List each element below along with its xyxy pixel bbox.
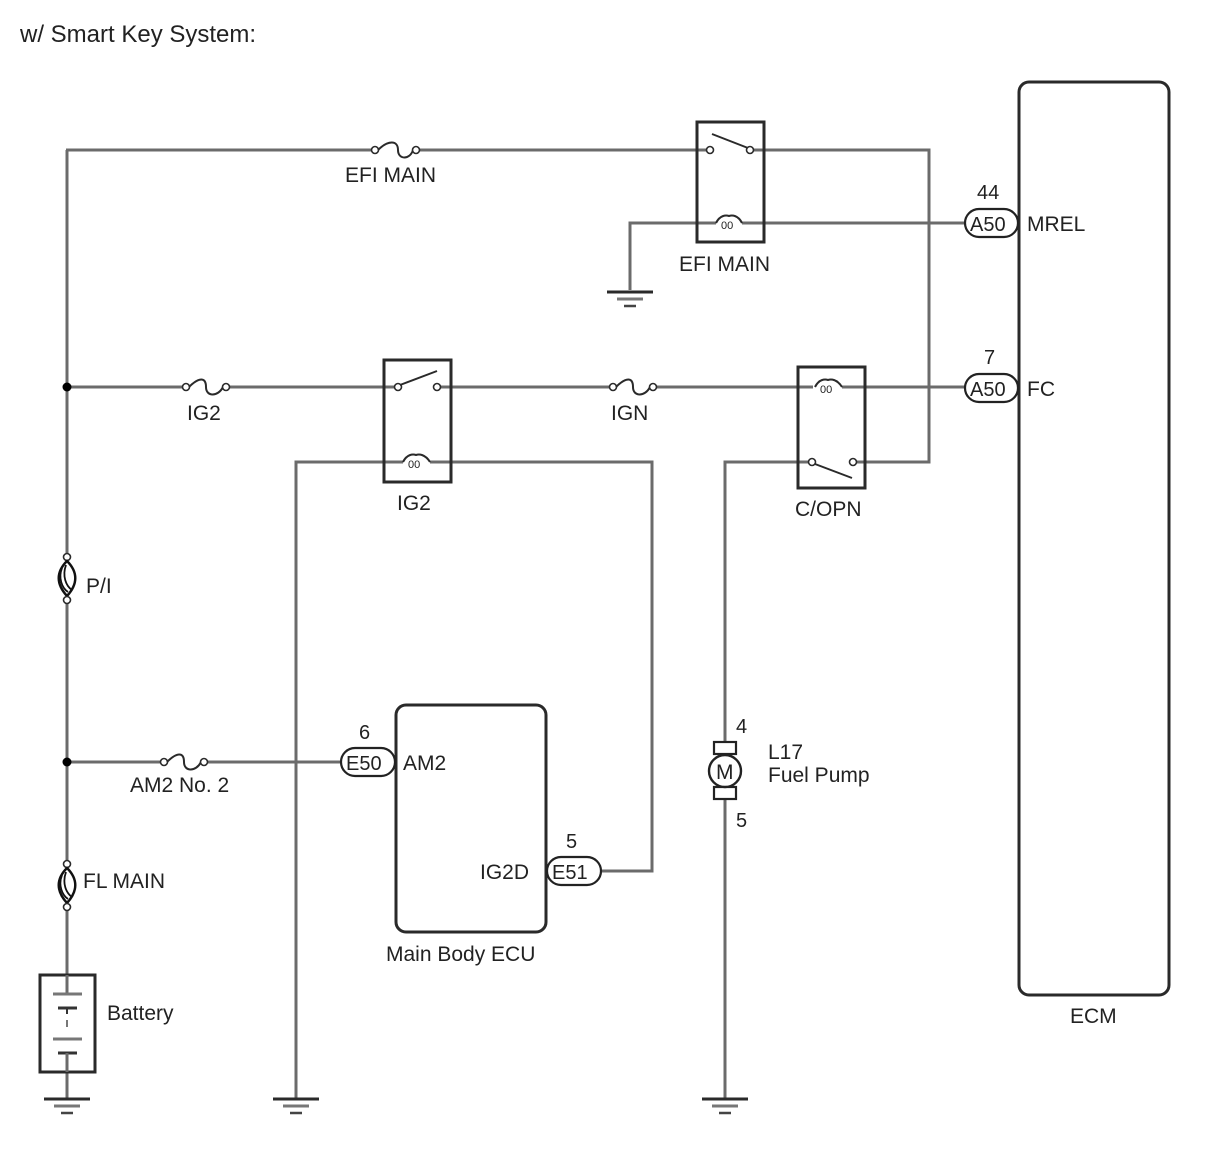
fuel-pump-label: Fuel Pump (768, 764, 870, 787)
fusible-link-fl-main-label: FL MAIN (83, 870, 165, 893)
fuel-pump-pin-bottom: 5 (736, 810, 747, 832)
connector-e51 (545, 855, 603, 887)
svg-text:00: 00 (721, 220, 733, 232)
ground-icon (607, 290, 653, 308)
ecu-ig2d-signal: IG2D (480, 861, 529, 884)
ecm-mrel-signal: MREL (1027, 213, 1085, 236)
ground-icon (44, 1097, 90, 1115)
relay-efi-main: 00 (695, 120, 766, 244)
fuel-pump-pin-top: 4 (736, 716, 747, 738)
relay-ig2: 00 (382, 358, 453, 484)
ecu-ig2d-pin: 5 (566, 831, 577, 853)
ecm-mrel-pin: 44 (977, 182, 999, 204)
ground-icon (702, 1097, 748, 1115)
fuse-efi-main (370, 141, 421, 159)
fuse-ign (608, 378, 658, 396)
relay-ig2-label: IG2 (397, 492, 431, 515)
connector-a50-mrel-code: A50 (970, 214, 1006, 236)
ground-icon (273, 1097, 319, 1115)
ecm-label: ECM (1070, 1005, 1117, 1028)
fusible-link-pi-label: P/I (86, 575, 112, 598)
fuse-ig2 (181, 378, 231, 396)
connector-e51-code: E51 (552, 862, 588, 884)
main-body-ecu-label: Main Body ECU (386, 943, 535, 966)
ecm-block (1017, 80, 1171, 997)
relay-c-opn-label: C/OPN (795, 498, 862, 521)
fuel-pump-code: L17 (768, 741, 803, 764)
wire-efi-coil-ground (628, 221, 716, 290)
connector-e50 (339, 746, 397, 778)
fusible-link-pi (57, 552, 77, 605)
connector-e50-code: E50 (346, 753, 382, 775)
fuse-ign-label: IGN (611, 402, 648, 425)
junction-dot (62, 757, 72, 767)
wire-efi-relay-out (751, 148, 931, 464)
fusible-link-fl-main (57, 859, 77, 912)
fuse-am2-no2-label: AM2 No. 2 (130, 774, 229, 797)
ecu-am2-signal: AM2 (403, 752, 446, 775)
fuse-ig2-label: IG2 (187, 402, 221, 425)
connector-a50-fc (963, 372, 1020, 404)
main-body-ecu-block (394, 703, 548, 934)
ecm-fc-signal: FC (1027, 378, 1055, 401)
svg-text:00: 00 (408, 459, 420, 471)
svg-text:00: 00 (820, 384, 832, 396)
ecm-fc-pin: 7 (984, 347, 995, 369)
fuse-am2-no2 (159, 753, 209, 771)
diagram-title: w/ Smart Key System: (19, 21, 256, 48)
junction-dot (62, 382, 72, 392)
relay-c-opn: 00 (796, 365, 867, 490)
connector-a50-fc-code: A50 (970, 379, 1006, 401)
wire-copn-pump (723, 460, 810, 742)
motor-symbol: M (716, 761, 734, 784)
relay-efi-main-label: EFI MAIN (679, 253, 770, 276)
connector-a50-mrel (963, 207, 1020, 239)
fuse-efi-main-label: EFI MAIN (345, 164, 436, 187)
fuel-pump-motor (707, 740, 743, 801)
wires (65, 148, 966, 1098)
wire-ig2-coil-ig2d (430, 460, 654, 873)
battery-label: Battery (107, 1002, 174, 1025)
ecu-am2-pin: 6 (359, 722, 370, 744)
wire-ig2-coil-ground (294, 460, 403, 1098)
battery (38, 973, 97, 1074)
